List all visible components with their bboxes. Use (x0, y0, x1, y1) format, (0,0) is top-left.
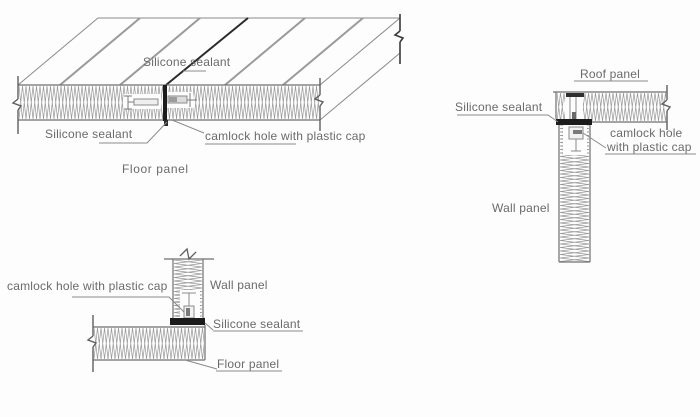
camlock-detail-roof (566, 93, 584, 119)
label-camlock-roof-wall-line1: camlock hole (610, 126, 683, 140)
label-silicone-sealant-top: Silicone sealant (143, 55, 231, 69)
label-silicone-sealant-roof-wall: Silicone sealant (455, 100, 543, 114)
label-camlock-roof-wall-line2: with plastic cap (607, 140, 692, 154)
floor-panel-perspective-diagram (11, 14, 405, 145)
camlock-detail-floor-right (167, 93, 197, 107)
label-silicone-sealant-bottom: Silicone sealant (45, 127, 133, 141)
label-camlock-wall-floor: camlock hole with plastic cap (7, 279, 168, 293)
silicone-strip-roof-wall (556, 119, 592, 125)
camlock-detail-floor-left (124, 95, 159, 110)
label-floor-panel-bottom: Floor panel (217, 357, 280, 371)
label-wall-panel-bottom: Wall panel (210, 278, 268, 292)
silicone-strip-wall-floor (170, 318, 205, 325)
camlock-detail-wall-right (568, 126, 584, 152)
caption-floor-panel: Floor panel (122, 162, 189, 176)
label-wall-panel-right: Wall panel (492, 201, 550, 215)
roof-wall-corner-diagram (457, 80, 696, 263)
label-roof-panel: Roof panel (580, 67, 641, 81)
label-silicone-sealant-wall-floor: Silicone sealant (213, 317, 301, 331)
wall-floor-corner-diagram (72, 247, 303, 372)
label-camlock-floor: camlock hole with plastic cap (205, 129, 366, 143)
silicone-joint-floor (163, 85, 167, 121)
